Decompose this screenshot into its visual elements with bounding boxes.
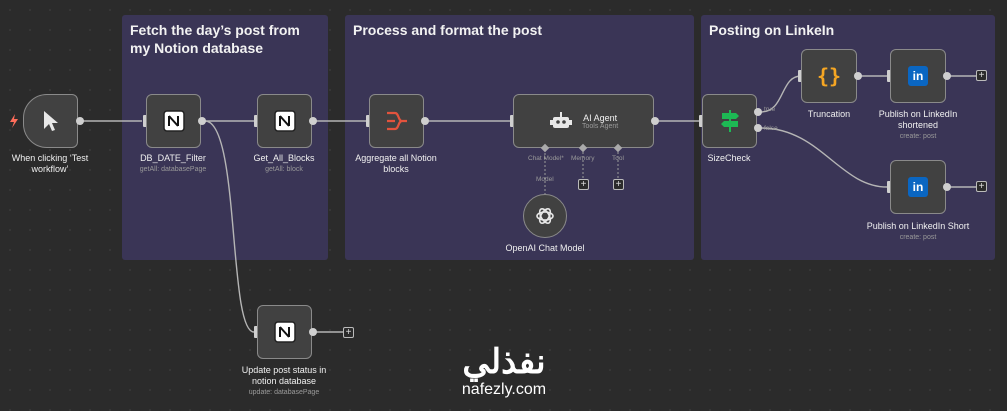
notion-icon bbox=[162, 110, 185, 132]
publish-linkedin-shortened-node[interactable]: in bbox=[890, 49, 946, 103]
trigger-node[interactable] bbox=[23, 94, 78, 148]
linkedin-icon: in bbox=[908, 177, 928, 197]
sticky-note-title: Posting on LinkeIn bbox=[709, 22, 835, 38]
aggregate-node[interactable] bbox=[369, 94, 424, 148]
get-blocks-input-port[interactable] bbox=[254, 115, 258, 127]
add-node-button[interactable]: + bbox=[343, 327, 354, 338]
notion-icon bbox=[273, 110, 296, 132]
sizecheck-true-port[interactable] bbox=[754, 108, 762, 116]
aggregate-icon bbox=[386, 111, 407, 131]
connection-filter-update bbox=[204, 120, 255, 333]
truncation-output-port[interactable] bbox=[854, 72, 862, 80]
watermark-arabic: نفذلي bbox=[462, 343, 546, 381]
ai-agent-node[interactable]: AI Agent Tools Agent bbox=[513, 94, 654, 148]
openai-chat-model-label: OpenAI Chat Model bbox=[505, 243, 585, 253]
sizecheck-input-port[interactable] bbox=[699, 115, 703, 127]
db-filter-subtitle: getAll: databasePage bbox=[139, 166, 207, 173]
openai-chat-model-node[interactable] bbox=[523, 194, 567, 238]
aggregate-label: Aggregate all Notion blocks bbox=[355, 153, 437, 174]
publish-linkedin-shortened-label: Publish on LinkedIn shortened bbox=[878, 109, 958, 130]
robot-icon bbox=[550, 112, 572, 128]
add-node-button[interactable]: + bbox=[976, 70, 987, 81]
tool-port-label: Tool bbox=[612, 155, 624, 162]
openai-icon bbox=[536, 207, 554, 225]
agent-output-port[interactable] bbox=[651, 117, 659, 125]
get-blocks-subtitle: getAll: block bbox=[265, 166, 303, 173]
code-braces-icon: {} bbox=[816, 64, 842, 88]
add-node-button[interactable]: + bbox=[976, 181, 987, 192]
get-blocks-output-port[interactable] bbox=[309, 117, 317, 125]
update-input-port[interactable] bbox=[254, 326, 258, 338]
publish-linkedin-short-node[interactable]: in bbox=[890, 160, 946, 214]
ai-agent-label: AI Agent bbox=[583, 112, 618, 123]
connection-sizecheck-truncation bbox=[760, 75, 802, 113]
connection-sizecheck-publish-short bbox=[760, 127, 888, 188]
truncation-label: Truncation bbox=[807, 109, 851, 119]
db-filter-node[interactable] bbox=[146, 94, 201, 148]
lightning-icon bbox=[10, 114, 18, 128]
get-blocks-label: Get_All_Blocks bbox=[253, 153, 315, 163]
publish-linkedin-short-label: Publish on LinkedIn Short bbox=[866, 221, 970, 231]
update-status-label: Update post status in notion database bbox=[241, 365, 327, 386]
get-blocks-node[interactable] bbox=[257, 94, 312, 148]
sizecheck-false-port[interactable] bbox=[754, 124, 762, 132]
trigger-output-port[interactable] bbox=[76, 117, 84, 125]
update-status-node[interactable] bbox=[257, 305, 312, 359]
publish-linkedin-short-subtitle: create: post bbox=[899, 234, 937, 241]
sizecheck-node[interactable] bbox=[702, 94, 757, 148]
add-tool-button[interactable]: + bbox=[613, 179, 624, 190]
publish-short-output-port[interactable] bbox=[943, 183, 951, 191]
add-memory-button[interactable]: + bbox=[578, 179, 589, 190]
sticky-note-title: Fetch the day’s post from my Notion data… bbox=[130, 22, 300, 56]
trigger-label: When clicking ‘Test workflow’ bbox=[11, 153, 89, 174]
aggregate-input-port[interactable] bbox=[366, 115, 370, 127]
watermark-latin: nafezly.com bbox=[461, 381, 547, 398]
ai-agent-subtitle: Tools Agent bbox=[582, 122, 619, 130]
sticky-note-title: Process and format the post bbox=[353, 22, 543, 38]
model-port-label: Model bbox=[536, 176, 554, 183]
truncation-input-port[interactable] bbox=[798, 70, 802, 82]
signpost-icon bbox=[720, 110, 739, 132]
db-filter-input-port[interactable] bbox=[143, 115, 147, 127]
chat-model-port-label: Chat Model* bbox=[528, 155, 564, 162]
agent-input-port[interactable] bbox=[510, 115, 514, 127]
cursor-icon bbox=[43, 111, 58, 131]
false-branch-label: false bbox=[764, 125, 778, 132]
publish-linkedin-shortened-subtitle: create: post bbox=[899, 133, 937, 140]
aggregate-output-port[interactable] bbox=[421, 117, 429, 125]
truncation-node[interactable]: {} bbox=[801, 49, 857, 103]
linkedin-icon: in bbox=[908, 66, 928, 86]
update-output-port[interactable] bbox=[309, 328, 317, 336]
publish-output-port[interactable] bbox=[943, 72, 951, 80]
notion-icon bbox=[273, 321, 296, 343]
sizecheck-label: SizeCheck bbox=[707, 153, 751, 163]
publish-short-input-port[interactable] bbox=[887, 181, 891, 193]
db-filter-label: DB_DATE_Filter bbox=[140, 153, 206, 163]
nafezly-watermark: نفذلي nafezly.com bbox=[444, 344, 564, 408]
update-status-subtitle: update: databasePage bbox=[248, 389, 320, 396]
db-filter-output-port[interactable] bbox=[198, 117, 206, 125]
true-branch-label: true bbox=[764, 106, 776, 113]
publish-input-port[interactable] bbox=[887, 70, 891, 82]
memory-port-label: Memory bbox=[571, 155, 595, 162]
